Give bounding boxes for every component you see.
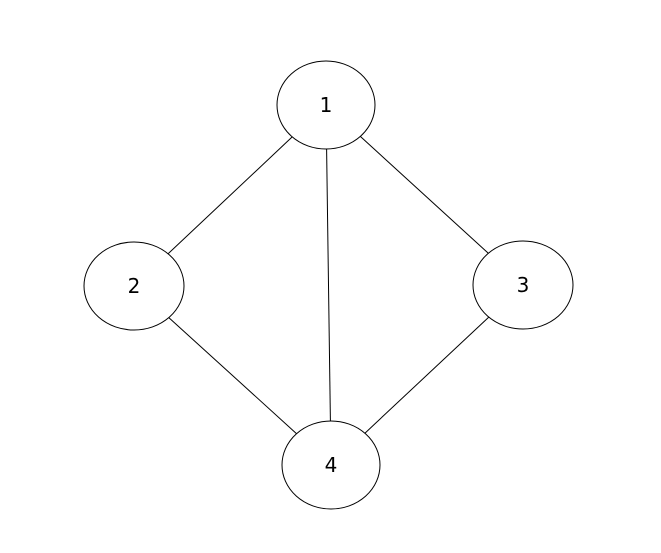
node-3: 3 — [472, 240, 574, 330]
node-2-label: 2 — [128, 274, 141, 298]
edge-2-4 — [168, 317, 297, 435]
node-1-circle — [276, 60, 376, 150]
node-4: 4 — [281, 420, 381, 510]
nodes-layer: 1 2 3 4 — [83, 60, 574, 510]
edges-layer — [167, 136, 490, 435]
edge-3-4 — [364, 316, 490, 434]
node-1-label: 1 — [320, 93, 333, 117]
node-2-circle — [83, 241, 185, 331]
node-4-circle — [281, 420, 381, 510]
edge-1-4 — [326, 148, 331, 422]
edge-1-2 — [167, 136, 293, 255]
node-2: 2 — [83, 241, 185, 331]
node-3-label: 3 — [517, 273, 530, 297]
node-1: 1 — [276, 60, 376, 150]
edge-1-3 — [359, 136, 489, 254]
node-4-label: 4 — [325, 453, 338, 477]
node-3-circle — [472, 240, 574, 330]
